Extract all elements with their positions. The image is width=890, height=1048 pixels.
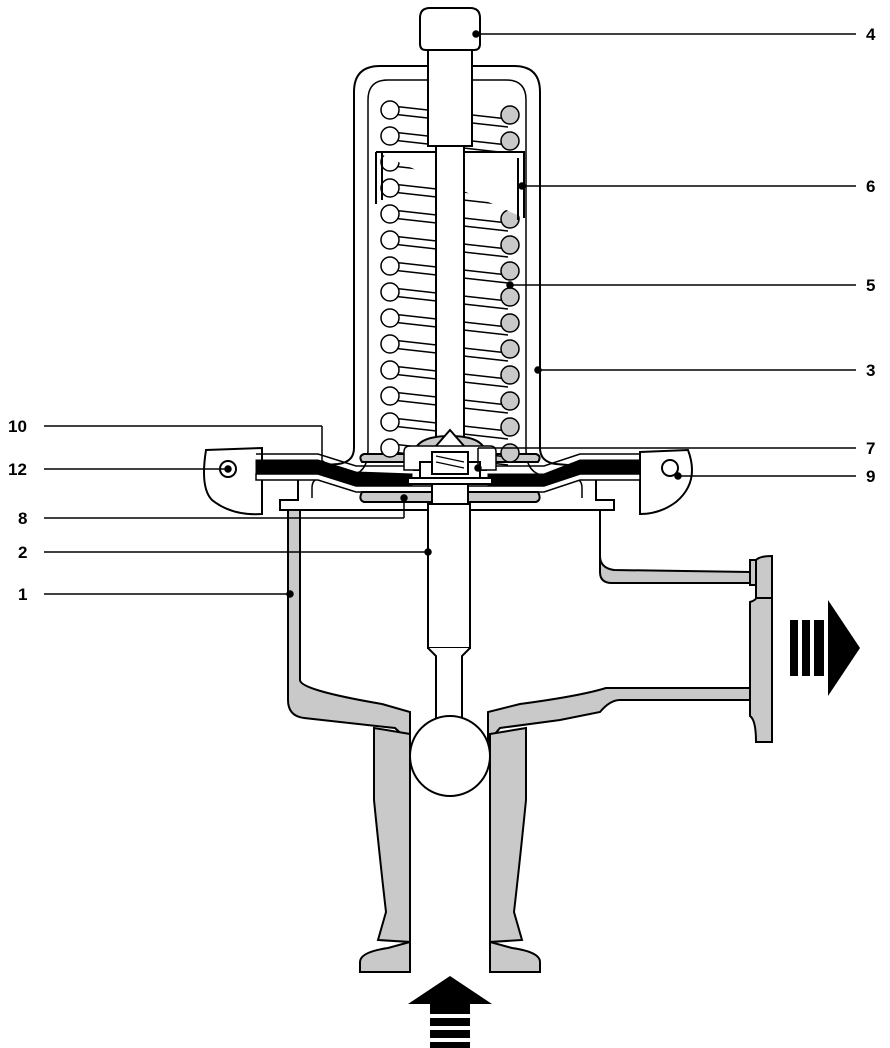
valve-ball — [409, 715, 491, 797]
valve-body — [287, 509, 773, 973]
leader-lines — [44, 30, 856, 598]
coil-right-icon — [500, 313, 520, 333]
coil-left-icon — [380, 438, 400, 458]
coil-left-icon — [380, 100, 400, 120]
callout-1: 1 — [18, 585, 27, 604]
coil-left-icon — [380, 412, 400, 432]
coil-left-icon — [380, 230, 400, 250]
bolt-hole-right-icon — [661, 459, 679, 477]
coil-left-icon — [380, 334, 400, 354]
callout-10: 10 — [8, 417, 27, 436]
spring-retainer — [403, 428, 497, 485]
coil-right-icon — [500, 417, 520, 437]
coil-right-icon — [500, 235, 520, 255]
coil-right-icon — [500, 287, 520, 307]
coil-right-icon — [500, 105, 520, 125]
coil-left-icon — [380, 178, 400, 198]
coil-left-icon — [380, 256, 400, 276]
coil-left-icon — [380, 386, 400, 406]
coil-right-icon — [500, 391, 520, 411]
coil-right-icon — [500, 443, 520, 463]
callout-labels: 4 6 5 3 7 9 10 12 8 2 1 — [8, 25, 876, 604]
coil-left-icon — [380, 126, 400, 146]
coil-right-icon — [500, 365, 520, 385]
arrow-up-icon — [408, 976, 492, 1048]
callout-7: 7 — [866, 439, 875, 458]
callout-12: 12 — [8, 460, 27, 479]
callout-6: 6 — [866, 177, 875, 196]
callout-9: 9 — [866, 467, 875, 486]
coil-left-icon — [380, 204, 400, 224]
callout-2: 2 — [18, 543, 27, 562]
callout-8: 8 — [18, 509, 27, 528]
coil-right-icon — [500, 261, 520, 281]
callout-5: 5 — [866, 276, 875, 295]
coil-right-icon — [500, 131, 520, 151]
coil-left-icon — [380, 308, 400, 328]
diaphragm — [255, 453, 641, 493]
arrow-right-icon — [790, 600, 860, 696]
right-flange-ear — [639, 448, 693, 516]
callout-4: 4 — [866, 25, 876, 44]
coil-right-icon — [500, 339, 520, 359]
coil-left-icon — [380, 282, 400, 302]
left-flange-ear — [203, 446, 263, 516]
callout-3: 3 — [866, 361, 875, 380]
adjustment-cap — [419, 7, 481, 51]
coil-left-icon — [380, 360, 400, 380]
